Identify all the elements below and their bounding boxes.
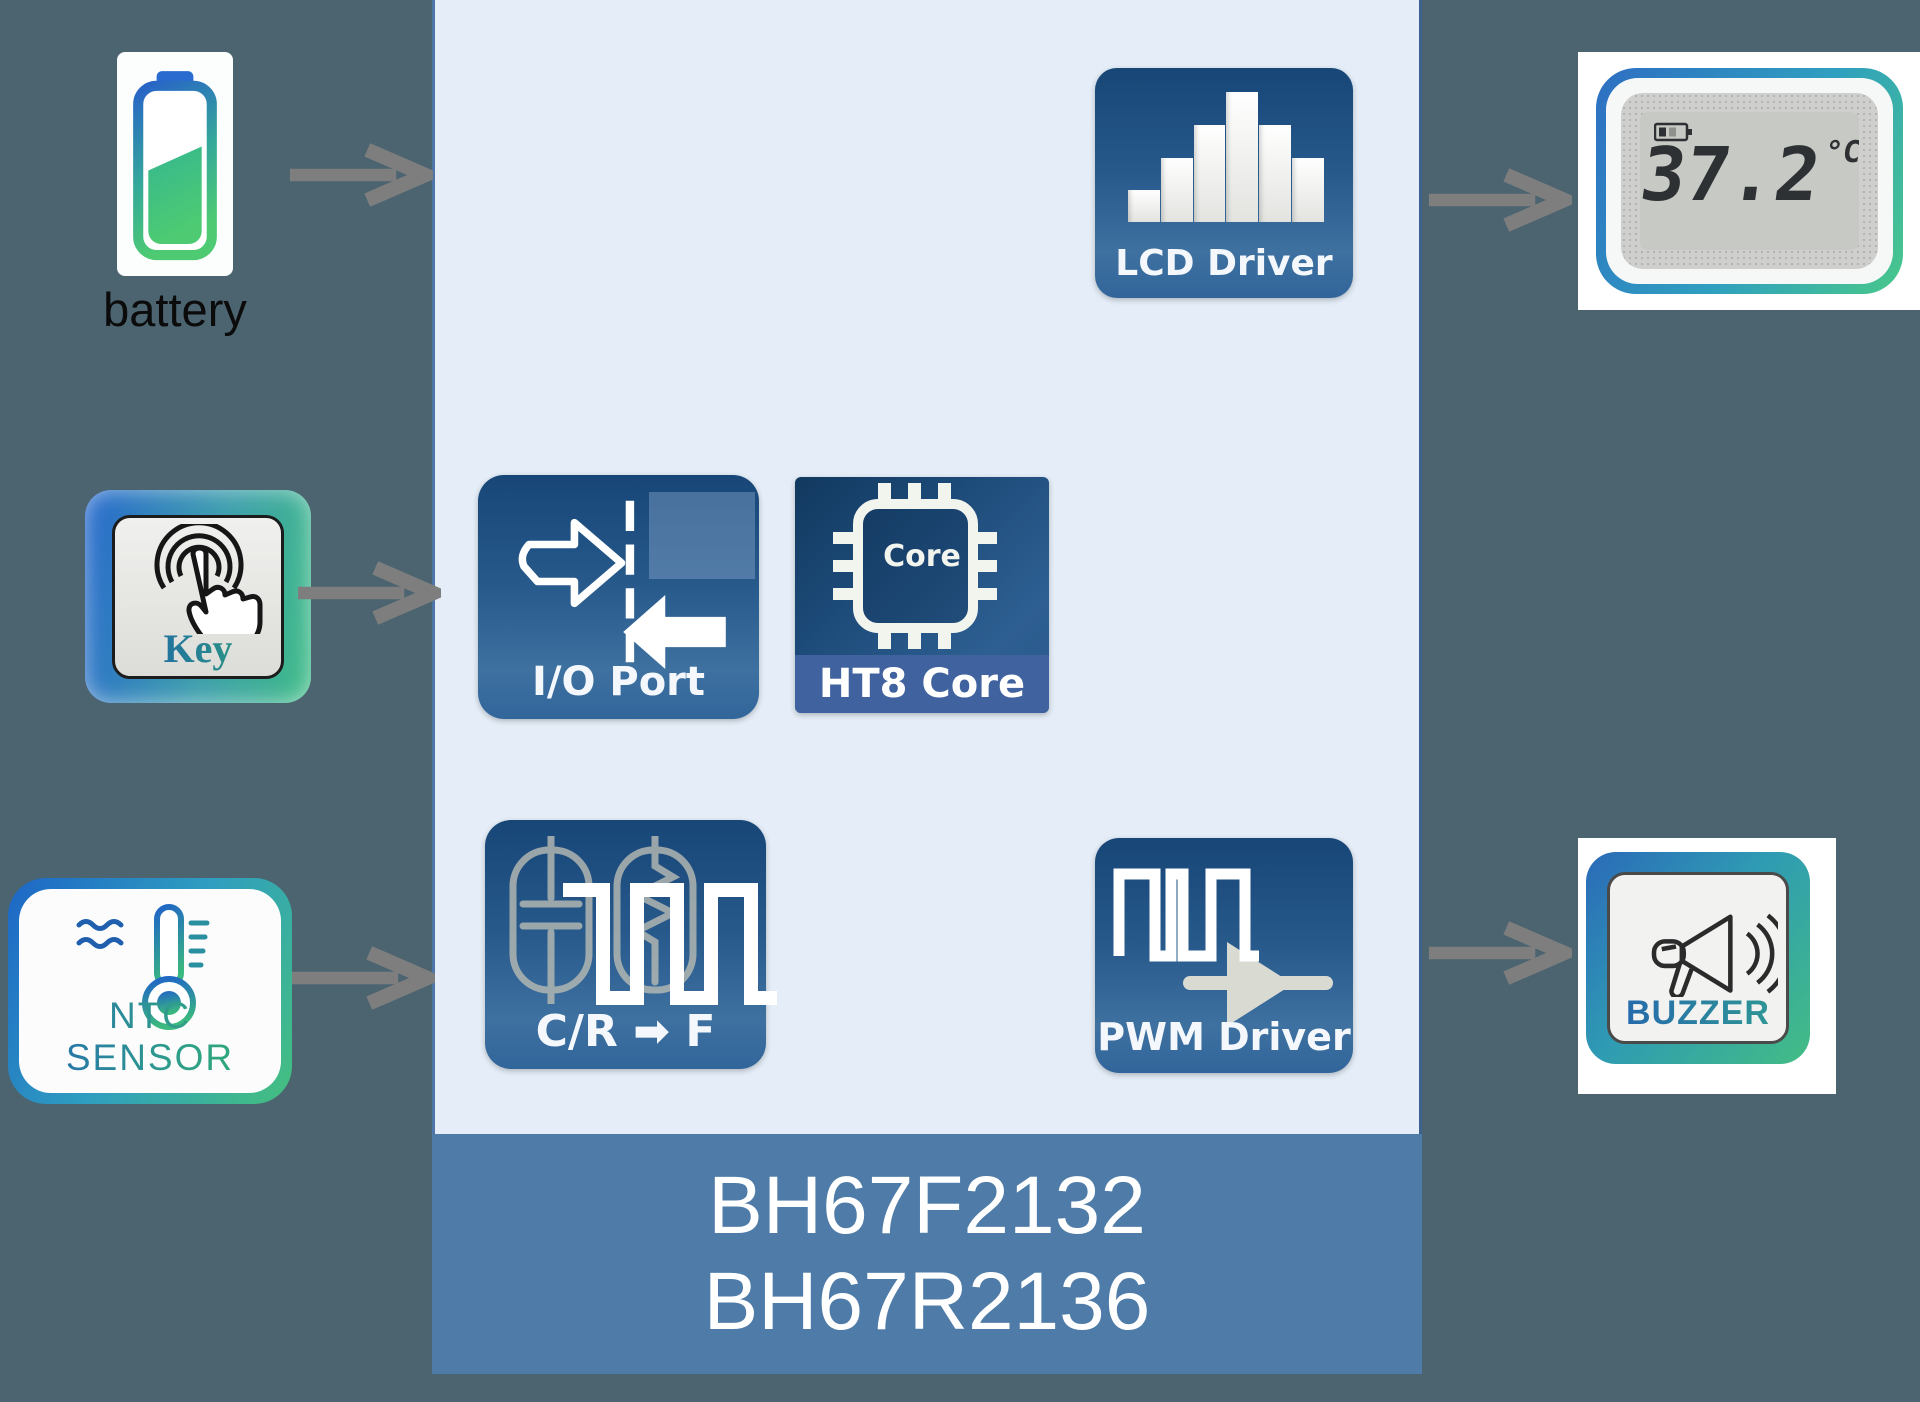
touch-finger-icon [154, 523, 263, 634]
ntc-sensor-panel: NTC SENSOR [19, 889, 281, 1093]
pwm-driver-label: PWM Driver [1097, 1015, 1351, 1059]
arrow-key-to-chip [297, 561, 441, 625]
cr-to-f-block: C/R ➡ F [485, 820, 777, 1069]
part-number-line-2: BH67R2136 [703, 1256, 1151, 1347]
thermometer-icon [76, 904, 210, 1030]
capacitor-resistor-sketch-icon [509, 836, 697, 1004]
megaphone-icon [1651, 913, 1778, 997]
io-port-label: I/O Port [531, 659, 706, 705]
battery-label: battery [103, 283, 247, 336]
part-number-banner: BH67F2132 BH67R2136 [432, 1134, 1422, 1374]
temperature-reading: 37.2°C [1640, 132, 1859, 218]
core-chip-label: Core [883, 539, 961, 574]
buzzer-tile: BUZZER [1586, 852, 1810, 1064]
buzzer-label: BUZZER [1610, 994, 1786, 1033]
mcu-chip-icon [833, 483, 997, 649]
lcd-driver-block: LCD Driver [1095, 68, 1353, 298]
buzzer-photo: BUZZER [1578, 838, 1836, 1094]
battery-image-tile [117, 52, 233, 276]
lcd-driver-label: LCD Driver [1115, 243, 1333, 284]
temperature-value: 37.2 [1640, 132, 1826, 218]
ht8-core-label: HT8 Core [818, 661, 1026, 707]
lcd-screen: 37.2°C [1640, 112, 1859, 250]
ntc-sensor-label: NTC SENSOR [19, 995, 281, 1079]
battery-level-icon [1654, 122, 1692, 142]
part-number-line-1: BH67F2132 [708, 1160, 1146, 1251]
arrow-battery-to-chip [289, 143, 433, 207]
pwm-amplifier-icon [1113, 868, 1333, 1026]
ntc-sensor-tile: NTC SENSOR [8, 878, 292, 1104]
temperature-unit: °C [1822, 135, 1859, 170]
buzzer-panel: BUZZER [1607, 872, 1789, 1044]
io-port-block: I/O Port [478, 475, 759, 719]
arrow-chip-to-display [1428, 168, 1572, 232]
thermometer-bezel: 37.2°C [1621, 93, 1878, 269]
square-wave-icon [563, 883, 777, 1005]
ht8-core-footer: HT8 Core [795, 655, 1049, 713]
battery-icon [133, 71, 217, 261]
ht8-core-block: Core HT8 Core [795, 477, 1049, 713]
key-touch-panel: Key [112, 514, 284, 679]
key-label: Key [115, 625, 281, 672]
key-touch-tile: Key [85, 490, 311, 703]
cr-to-f-label: C/R ➡ F [535, 1006, 716, 1057]
pwm-driver-block: PWM Driver [1095, 838, 1353, 1073]
thermometer-device: 37.2°C [1596, 68, 1903, 294]
bidirectional-arrows-icon [518, 500, 726, 669]
io-highlight-square [649, 492, 755, 579]
arrow-ntc-to-chip [291, 946, 435, 1010]
arrow-chip-to-buzzer [1428, 921, 1572, 985]
bar-levels-icon [1127, 90, 1324, 222]
thermometer-display-photo: 37.2°C [1578, 52, 1920, 310]
thermometer-frame: 37.2°C [1606, 78, 1893, 284]
